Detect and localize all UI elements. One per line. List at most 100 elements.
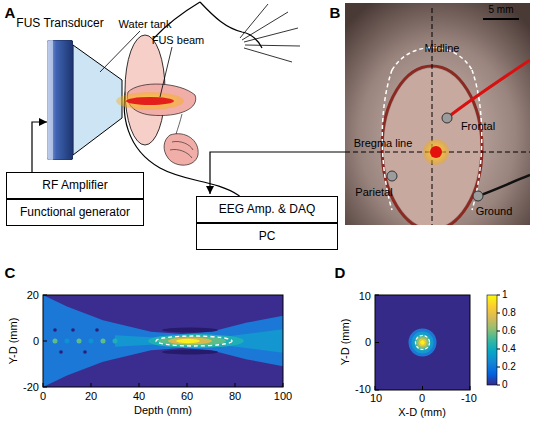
color-bar-label: 0.8 [502,308,516,318]
near-field-speckle [53,339,58,344]
instrument-box: Functional generator [6,199,144,226]
color-bar-label: 0 [502,380,508,390]
rat-whiskers [240,4,300,62]
fus-transducer: FUS Transducer [47,40,73,160]
near-field-speckle [83,350,87,354]
color-bar-label: 0.6 [502,326,516,336]
fus-beam-glow [116,92,184,110]
pressure-field-map [43,295,283,387]
water-tank [73,45,122,155]
rat-photo [345,3,530,225]
box-label: EEG Amp. & DAQ [219,203,316,216]
scale-bar [483,18,519,20]
axis-ticks [375,295,470,390]
box-label: Functional generator [20,206,130,219]
tick-label: -20 [23,382,39,393]
near-field-speckle [53,328,57,332]
field-level [417,337,429,349]
instrument-box: RF Amplifier [6,172,144,199]
instrument-box: EEG Amp. & DAQ [196,196,338,223]
panel-letter: A [5,5,16,20]
field-level [148,334,244,348]
tick-label: 100 [274,391,292,402]
transducer-shape [47,40,73,160]
frontal-electrode [442,113,452,123]
tick-label: 10 [359,291,371,302]
tick-label: 0 [419,393,425,404]
leader-line [100,31,140,72]
focal-cross-section-map [375,295,470,390]
field-level [415,335,431,351]
callout-label: Ground [476,206,513,217]
panel-letter: C [5,265,16,280]
electrode-wire [447,60,530,118]
field-level [115,329,283,353]
parietal-electrode [387,171,397,181]
field-null [162,350,218,355]
field-level [168,338,212,345]
axis-title: X-D (mm) [398,407,446,418]
tick-label: -10 [355,384,371,395]
callout-label: Parietal [355,187,392,198]
tick-label: 20 [85,391,97,402]
fus-beam [126,97,174,105]
axis-ticks [43,295,283,387]
color-bar-label: 0.2 [502,362,516,372]
fus-target-glow [423,139,449,165]
axis-title: Y-D (mm) [340,319,351,366]
callout-label: Frontal [461,121,495,132]
brain-stem [176,114,182,134]
panel-letter: D [335,265,346,280]
color-bar [487,295,497,385]
near-field-speckle [71,328,75,332]
rat-snout-outline [200,2,262,48]
scale-label: 5 mm [489,5,514,15]
field-level [43,295,283,387]
fus-target [430,146,442,158]
tick-label: 40 [133,391,145,402]
component-label: FUS Transducer [16,17,103,30]
callout-label: Midline [425,43,460,54]
field-null [162,328,218,333]
transducer-body [47,40,73,160]
near-field-speckle [95,328,99,332]
color-bar-label: 1 [502,290,508,300]
midline [432,8,433,225]
tick-label: 0 [33,336,39,347]
box-label: PC [259,230,276,243]
callout-label: Bregma line [354,138,413,149]
signal-connector [32,122,47,172]
near-field-speckle [65,339,70,344]
tick-label: -10 [461,393,477,404]
focal-region-outline [156,336,232,346]
near-field-speckle [89,339,94,344]
axes-frame [43,295,283,387]
axis-title: Depth (mm) [134,405,192,416]
tick-label: 0 [365,337,371,348]
rat-head-outline [124,2,258,222]
field-level [412,332,434,354]
signal-wire [210,152,345,194]
axes-frame [375,295,470,390]
leader-line [160,47,172,97]
cerebellum-folds [170,141,193,158]
near-field-speckle [77,339,82,344]
tick-label: 20 [27,290,39,301]
near-field-speckle [113,339,118,344]
panel-letter: B [330,5,341,20]
box-label: RF Amplifier [42,179,107,192]
near-field-speckle [59,350,63,354]
field-level [409,329,437,357]
field-peak [176,339,200,343]
map-background [375,295,470,390]
tick-label: 0 [40,391,46,402]
map-background [43,295,283,387]
tick-label: 10 [370,393,382,404]
tick-label: 80 [229,391,241,402]
transducer-face [47,40,53,160]
callout-label: Water tank [119,19,172,30]
field-peak [420,340,424,344]
